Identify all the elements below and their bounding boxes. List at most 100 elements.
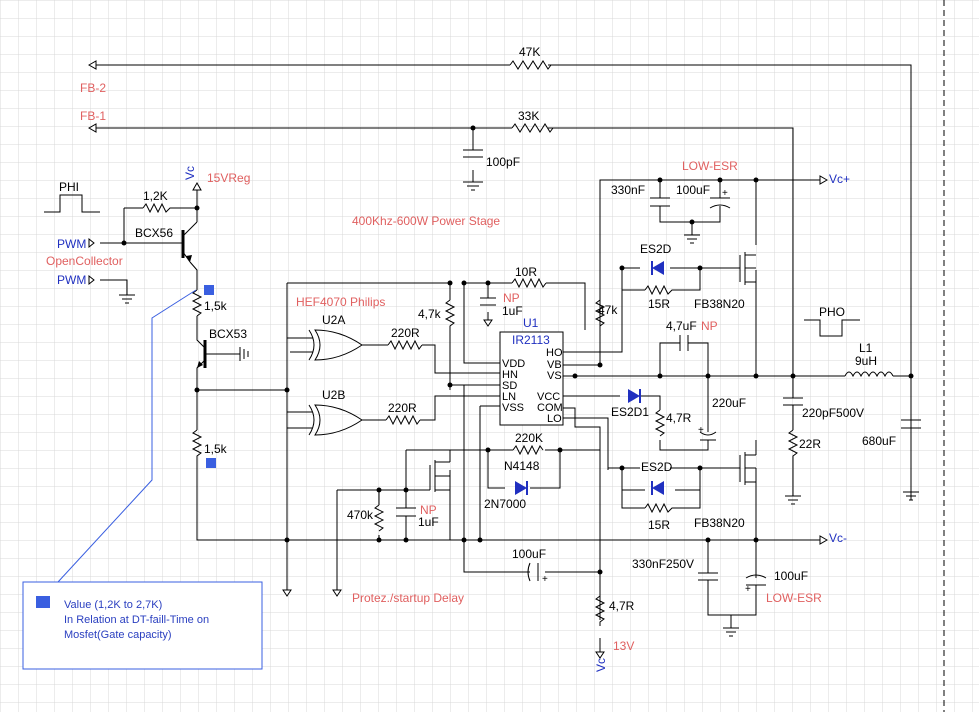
label-fb2: FB-2 <box>80 81 106 95</box>
label-r47r-bot: 4,7R <box>609 599 635 613</box>
label-r33k: 33K <box>518 109 539 123</box>
label-c680uf: 680uF <box>862 434 896 448</box>
label-r10r: 10R <box>515 265 537 279</box>
label-phi: PHI <box>59 180 79 194</box>
capacitor-330nf250v <box>698 572 718 581</box>
pin-vs: VS <box>547 370 562 382</box>
label-2n7000: 2N7000 <box>484 497 526 511</box>
resistor-1-5k-lower <box>191 429 203 462</box>
pin-ho: HO <box>546 347 563 359</box>
label-low-esr-top: LOW-ESR <box>682 159 738 173</box>
capacitor-100uf-bot <box>745 574 767 586</box>
resistor-470k <box>373 504 385 532</box>
resistor-10r <box>511 277 547 289</box>
label-r47k-side: 47k <box>598 303 618 317</box>
label-u2b: U2B <box>322 388 345 402</box>
label-r15k-upper: 1,5k <box>204 299 228 313</box>
label-vc-bottom: Vc <box>594 658 608 672</box>
diode-n4148 <box>515 481 528 495</box>
capacitor-220pf <box>783 397 803 406</box>
resistor-47k-side <box>594 299 606 330</box>
label-bcx56: BCX56 <box>135 226 173 240</box>
resistor-4-7r-bot <box>594 595 606 626</box>
resistor-1-5k-upper <box>191 289 203 317</box>
plus-c220uf: + <box>698 425 704 436</box>
resistor-1-2k <box>142 202 173 214</box>
pin-vcc: VCC <box>537 391 560 403</box>
label-c47uf: 4,7uF <box>666 319 697 333</box>
pwm-inputs <box>88 237 135 304</box>
label-r47k-top: 47K <box>519 45 540 59</box>
label-r15r-bot: 15R <box>648 518 670 532</box>
legend-line-3: Mosfet(Gate capacity) <box>64 629 172 641</box>
pin-vb: VB <box>547 359 562 371</box>
capacitor-680uf <box>901 419 921 429</box>
label-u1: U1 <box>523 316 539 330</box>
plus-c100uf-bot: + <box>745 584 751 595</box>
pin-lo: LO <box>547 413 562 425</box>
label-r15r-top: 15R <box>648 297 670 311</box>
label-l1-val: 9uH <box>855 354 877 368</box>
label-fb38n20-top: FB38N20 <box>694 297 745 311</box>
pin-vss: VSS <box>502 402 524 414</box>
label-protez: Protez./startup Delay <box>352 591 464 605</box>
pin-ln: LN <box>502 391 516 403</box>
label-r15k-lower: 1,5k <box>204 442 228 456</box>
label-15vreg: 15VReg <box>207 171 250 185</box>
pin-com: COM <box>537 402 563 414</box>
phi-waveform <box>44 194 100 213</box>
resistor-220r-2 <box>385 414 421 426</box>
legend-line-1: Value (1,2K to 2,7K) <box>64 599 162 611</box>
label-c100uf-bot: 100uF <box>774 569 808 583</box>
legend-marker <box>36 596 50 608</box>
ic-ir2113 <box>499 331 564 426</box>
capacitor-220uf <box>699 431 717 441</box>
label-power-stage: 400Khz-600W Power Stage <box>352 214 500 228</box>
resistor-4-7r-mid <box>654 409 666 437</box>
marker-square-upper <box>204 285 214 295</box>
label-r12k: 1,2K <box>143 189 168 203</box>
feedback-wires <box>87 60 912 500</box>
label-fb38n20-bot: FB38N20 <box>694 516 745 530</box>
pho-waveform <box>804 319 860 337</box>
label-c100uf-top: 100uF <box>676 183 710 197</box>
vc-minus-arrow <box>819 535 829 545</box>
resistor-15r-bot <box>644 502 675 514</box>
label-vc-top: Vc <box>183 166 197 180</box>
vc-bottom-arrow <box>595 651 605 659</box>
label-ir2113: IR2113 <box>512 333 550 347</box>
mosfet-fb38n20-top <box>739 252 756 285</box>
label-r220k: 220K <box>515 431 543 445</box>
marker-square-lower <box>206 458 216 468</box>
plus-c100uf-mid: + <box>542 574 548 585</box>
capacitor-4-7uf <box>679 335 689 351</box>
label-np-3: NP <box>420 503 437 517</box>
label-c330nf250v: 330nF250V <box>632 557 694 571</box>
pin-hn: HN <box>502 369 518 381</box>
label-es2d-bot: ES2D <box>641 460 673 474</box>
label-vc-plus: Vc+ <box>829 172 850 186</box>
label-pwm-2: PWM <box>57 273 86 287</box>
label-r470k: 470k <box>347 508 374 522</box>
label-r47r-mid: 4,7R <box>666 411 692 425</box>
transistor-bcx53 <box>203 340 249 368</box>
label-r220-1: 220R <box>391 326 420 340</box>
vc-top-arrow <box>192 181 202 191</box>
legend-box <box>22 581 263 670</box>
delay-wires <box>336 449 600 590</box>
pin-sd: SD <box>502 380 517 392</box>
label-low-esr-bot: LOW-ESR <box>766 591 822 605</box>
label-pwm-1: PWM <box>57 237 86 251</box>
resistor-220k <box>512 444 544 456</box>
capacitors-high-side <box>650 197 731 244</box>
label-r22r: 22R <box>799 437 821 451</box>
label-hef4070: HEF4070 Philips <box>296 295 385 309</box>
mosfet-fb38n20-bot <box>739 440 757 485</box>
mosfet-2n7000 <box>429 450 451 492</box>
diode-es2d-bot <box>651 481 664 495</box>
label-c100pf: 100pF <box>486 155 520 169</box>
xor-gate-u2b <box>308 404 363 436</box>
label-c100uf-mid: 100uF <box>512 547 546 561</box>
resistor-22r <box>787 429 799 460</box>
